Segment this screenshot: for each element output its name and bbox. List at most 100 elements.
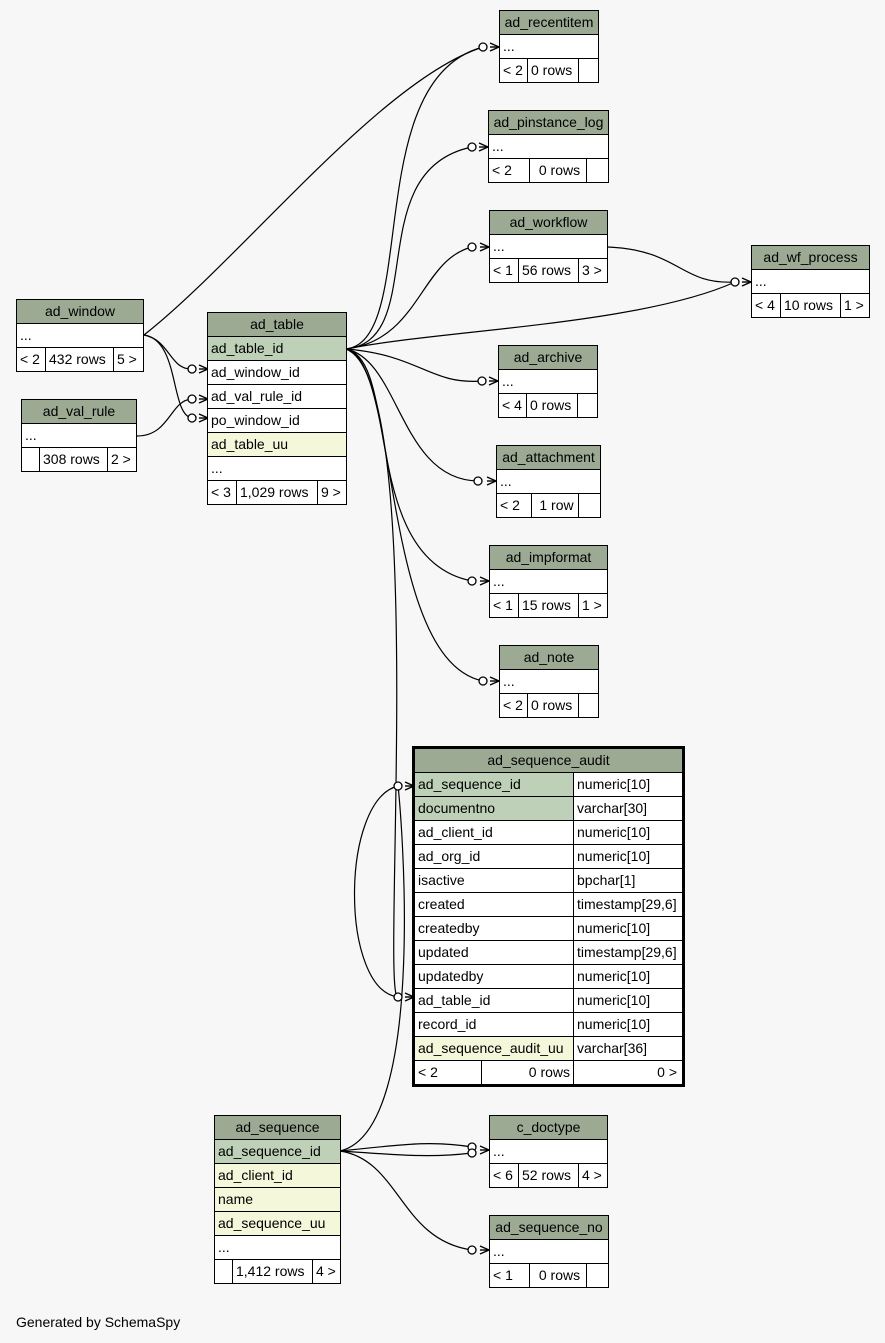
parent-count: < 2 <box>500 694 528 717</box>
table-title[interactable]: ad_attachment <box>497 446 600 470</box>
column-ad-client-id[interactable]: ad_client_id <box>218 1167 293 1183</box>
column-name[interactable]: ad_client_id <box>418 824 493 840</box>
parent-count: < 6 <box>490 1164 519 1187</box>
column-ad-val-rule-id[interactable]: ad_val_rule_id <box>211 388 303 404</box>
table-ad-workflow[interactable]: ad_workflow ... < 1 56 rows 3 > <box>489 210 608 283</box>
table-title[interactable]: ad_archive <box>499 346 597 370</box>
column-type: timestamp[29,6] <box>573 941 682 964</box>
table-title[interactable]: c_doctype <box>490 1116 607 1140</box>
row-count: 10 rows <box>781 294 841 317</box>
column-name[interactable]: record_id <box>418 1016 477 1032</box>
column-name[interactable]: name <box>218 1191 254 1207</box>
parent-count: < 2 <box>415 1061 482 1084</box>
parent-count: < 3 <box>208 481 237 504</box>
edge-ad-table-to-ad-wf-process <box>345 281 736 350</box>
column-ellipsis: ... <box>211 460 223 476</box>
child-count: 4 > <box>582 1167 602 1183</box>
child-count <box>587 159 608 182</box>
table-title[interactable]: ad_val_rule <box>22 400 136 424</box>
column-name[interactable]: createdby <box>418 920 480 936</box>
column-ellipsis: ... <box>755 273 767 289</box>
table-ad-impformat[interactable]: ad_impformat ... < 1 15 rows 1 > <box>489 545 608 618</box>
table-ad-val-rule[interactable]: ad_val_rule ... 308 rows 2 > <box>21 399 137 472</box>
table-title[interactable]: ad_impformat <box>490 546 607 570</box>
row-count: 56 rows <box>519 259 579 282</box>
column-ad-window-id[interactable]: ad_window_id <box>211 364 300 380</box>
column-ad-sequence-uu[interactable]: ad_sequence_uu <box>218 1215 326 1231</box>
row-count: 308 rows <box>40 448 108 471</box>
table-title[interactable]: ad_table <box>208 313 346 337</box>
parent-count: < 2 <box>17 348 46 371</box>
table-title[interactable]: ad_pinstance_log <box>489 111 608 135</box>
column-name[interactable]: created <box>418 896 465 912</box>
edge-ad-table-to-ad-note <box>345 348 484 682</box>
table-ad-note[interactable]: ad_note ... < 2 0 rows <box>499 645 599 718</box>
edge-ad-table-to-ad-workflow <box>345 246 473 350</box>
column-type: numeric[10] <box>573 1013 682 1036</box>
row-count: 0 rows <box>527 394 578 417</box>
parent-count <box>22 448 40 471</box>
table-ad-sequence-no[interactable]: ad_sequence_no ... < 1 0 rows <box>489 1215 609 1288</box>
table-ad-archive[interactable]: ad_archive ... < 4 0 rows <box>498 345 598 418</box>
column-name[interactable]: updatedby <box>418 968 484 984</box>
table-title[interactable]: ad_sequence <box>215 1116 340 1140</box>
edge-ad-sequence-audit-loop <box>353 785 399 998</box>
edge-ad-table-to-ad-sequence-audit <box>345 348 399 998</box>
edge-ad-sequence-to-ad-sequence-audit <box>339 785 405 1152</box>
table-ad-attachment[interactable]: ad_attachment ... < 2 1 row <box>496 445 601 518</box>
row-count: 0 rows <box>528 59 579 82</box>
parent-count: < 2 <box>489 159 530 182</box>
column-type: numeric[10] <box>573 965 682 988</box>
table-title[interactable]: ad_recentitem <box>500 11 598 35</box>
column-ad-sequence-id[interactable]: ad_sequence_id <box>218 1143 321 1159</box>
column-ad-table-id[interactable]: ad_table_id <box>211 340 284 356</box>
column-ellipsis: ... <box>493 573 505 589</box>
column-type: varchar[36] <box>573 1037 682 1060</box>
column-ellipsis: ... <box>20 327 32 343</box>
column-name[interactable]: isactive <box>418 872 465 888</box>
edge-ad-table-to-ad-archive <box>345 348 483 382</box>
table-c-doctype[interactable]: c_doctype ... < 6 52 rows 4 > <box>489 1115 608 1188</box>
column-ellipsis: ... <box>500 473 512 489</box>
child-count <box>579 694 598 717</box>
table-ad-recentitem[interactable]: ad_recentitem ... < 2 0 rows <box>499 10 599 83</box>
column-name[interactable]: updated <box>418 944 469 960</box>
parent-count: < 2 <box>500 59 528 82</box>
table-ad-sequence[interactable]: ad_sequence ad_sequence_id ad_client_id … <box>214 1115 341 1284</box>
table-ad-table[interactable]: ad_table ad_table_id ad_window_id ad_val… <box>207 312 347 505</box>
edge-ad-window-to-ad-table-po-window-id <box>143 334 193 419</box>
column-name[interactable]: ad_sequence_id <box>415 773 573 796</box>
child-count: 4 > <box>316 1263 336 1279</box>
parent-count <box>215 1260 233 1283</box>
table-ad-sequence-audit[interactable]: ad_sequence_audit ad_sequence_id numeric… <box>412 746 685 1087</box>
column-type: bpchar[1] <box>573 869 682 892</box>
column-type: timestamp[29,6] <box>573 893 682 916</box>
column-ellipsis: ... <box>493 238 505 254</box>
table-ad-window[interactable]: ad_window ... < 2 432 rows 5 > <box>16 299 144 372</box>
edge-ad-table-to-ad-recentitem <box>345 46 484 350</box>
column-name[interactable]: ad_table_id <box>418 992 491 1008</box>
column-name[interactable]: documentno <box>415 797 573 820</box>
row-count: 1,412 rows <box>233 1260 313 1283</box>
table-title[interactable]: ad_sequence_audit <box>415 749 682 773</box>
column-po-window-id[interactable]: po_window_id <box>211 412 300 428</box>
table-title[interactable]: ad_wf_process <box>752 246 869 270</box>
table-title[interactable]: ad_window <box>17 300 143 324</box>
column-ellipsis: ... <box>493 1243 505 1259</box>
child-count: 2 > <box>111 451 131 467</box>
table-title[interactable]: ad_workflow <box>490 211 607 235</box>
row-count: 0 rows <box>482 1061 574 1084</box>
parent-count: < 4 <box>752 294 781 317</box>
table-title[interactable]: ad_sequence_no <box>490 1216 608 1240</box>
edge-ad-window-to-ad-table-window-id <box>143 334 193 370</box>
table-ad-wf-process[interactable]: ad_wf_process ... < 4 10 rows 1 > <box>751 245 870 318</box>
generated-by-footer: Generated by SchemaSpy <box>16 1314 181 1330</box>
column-name[interactable]: ad_sequence_audit_uu <box>415 1037 573 1060</box>
column-ad-table-uu[interactable]: ad_table_uu <box>211 436 289 452</box>
table-title[interactable]: ad_note <box>500 646 598 670</box>
column-ellipsis: ... <box>493 1143 505 1159</box>
child-count <box>579 494 600 517</box>
column-name[interactable]: ad_org_id <box>418 848 481 864</box>
table-ad-pinstance-log[interactable]: ad_pinstance_log ... < 2 0 rows <box>488 110 609 183</box>
